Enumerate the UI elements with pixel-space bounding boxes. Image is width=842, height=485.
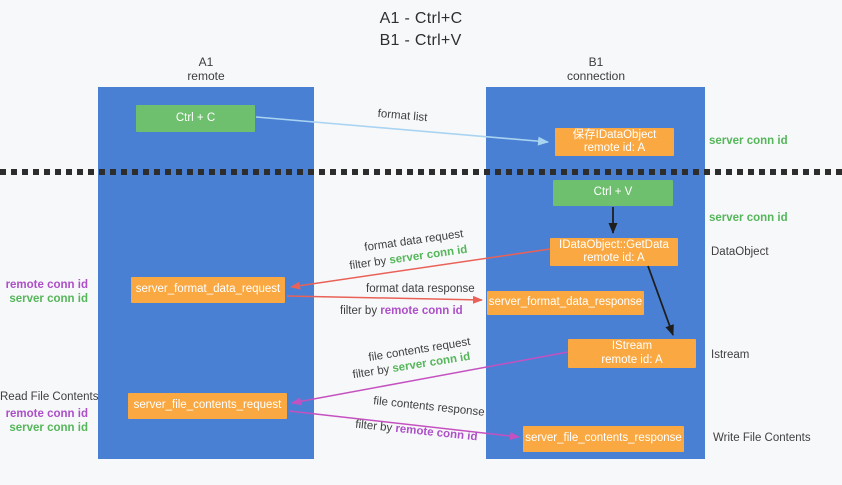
filter-id-remote-conn: remote conn id [394,422,479,444]
lane-a1-subtitle: remote [187,69,225,83]
title-line-2: B1 - Ctrl+V [379,32,462,49]
node-format-response-label: server_format_data_response [488,296,643,309]
lane-b1-subtitle: connection [566,69,626,83]
diagram-title: A1 - Ctrl+C B1 - Ctrl+V [0,8,842,52]
filter-prefix: filter by [348,255,388,273]
node-istream-line1: IStream [611,340,653,352]
node-format-request-label: server_format_data_request [135,283,281,296]
node-getdata-line2: remote id: A [583,252,645,264]
machine-boundary-dotted-line [0,169,842,175]
label-remote-conn-id: remote conn id [5,279,88,291]
label-remote-conn-id: remote conn id [5,408,88,420]
label-filter-file-response: filter by remote conn id [355,418,479,445]
arrow-format-data-response [286,295,483,304]
node-server-format-data-request: server_format_data_request [131,277,285,303]
label-left-mid-ids: remote conn id server conn id [0,278,88,306]
lane-a1-title: A1 [198,55,214,69]
node-istream: IStream remote id: A [568,339,696,368]
node-server-format-data-response: server_format_data_response [487,291,644,315]
node-save-idataobject: 保存IDataObject remote id: A [555,128,674,156]
lane-header-a1: A1 remote [136,55,276,83]
label-server-conn-id-top: server conn id [709,135,788,147]
title-line-1: A1 - Ctrl+C [379,10,463,27]
label-dataobject: DataObject [711,246,769,258]
label-filter-format-response: filter by remote conn id [340,304,463,318]
label-file-contents-response: file contents response [372,395,486,419]
label-server-conn-id-mid: server conn id [709,212,788,224]
filter-prefix: filter by [351,363,391,382]
node-idataobject-getdata: IDataObject::GetData remote id: A [550,238,678,266]
node-getdata-line1: IDataObject::GetData [559,238,669,251]
filter-id-remote-conn: remote conn id [380,305,463,317]
label-format-data-response: format data response [366,283,475,295]
node-file-response-label: server_file_contents_response [525,432,682,445]
node-ctrl-v: Ctrl + V [553,180,673,206]
node-ctrl-c: Ctrl + C [136,105,255,132]
node-file-request-label: server_file_contents_request [133,399,282,412]
label-istream: Istream [711,349,750,361]
label-write-file-contents: Write File Contents [713,432,811,444]
filter-prefix: filter by [354,418,393,435]
node-ctrl-v-label: Ctrl + V [593,186,633,199]
lane-header-b1: B1 connection [526,55,666,83]
label-left-bottom-ids: remote conn id server conn id [0,407,88,435]
label-read-file-contents: Read File Contents [0,391,99,403]
node-istream-line2: remote id: A [601,353,663,366]
label-format-list: format list [377,107,428,125]
node-save-idataobject-line1: 保存IDataObject [572,128,657,141]
node-save-idataobject-line2: remote id: A [583,142,646,154]
label-server-conn-id: server conn id [9,422,88,434]
label-server-conn-id: server conn id [9,293,88,305]
node-ctrl-c-label: Ctrl + C [175,111,216,124]
node-server-file-contents-response: server_file_contents_response [523,426,684,452]
filter-prefix: filter by [340,305,378,317]
node-server-file-contents-request: server_file_contents_request [128,393,287,419]
lane-b1-title: B1 [588,55,604,69]
